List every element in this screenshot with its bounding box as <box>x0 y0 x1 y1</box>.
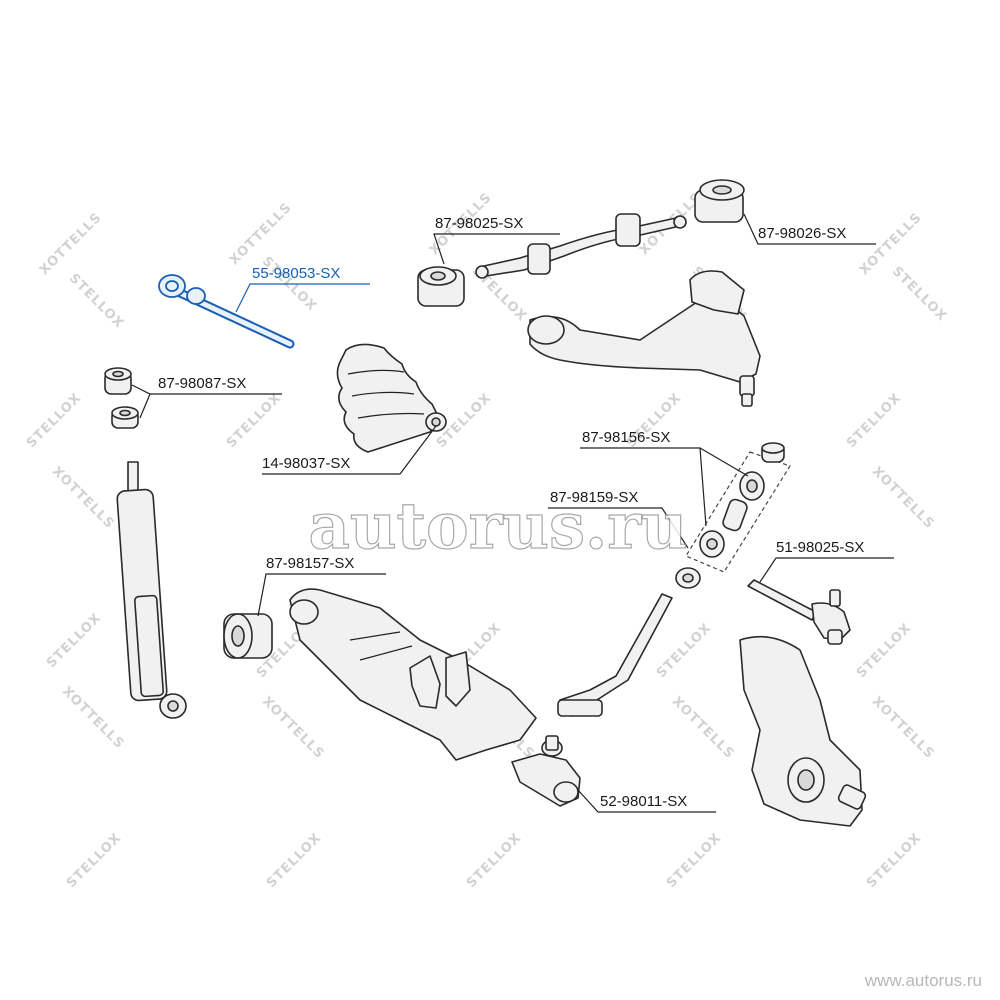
watermark-overlay: autorus.ru <box>308 489 687 564</box>
watermark-brand: XOTTELLS <box>869 694 937 762</box>
watermark-brand: STELLOX <box>844 390 905 451</box>
label-ball-joint: 52-98011-SX <box>600 793 687 810</box>
ball-joint-part[interactable] <box>511 735 581 807</box>
leader-lines <box>131 213 894 813</box>
label-tie-rod-end: 51-98025-SX <box>776 539 864 556</box>
watermark-brand: XOTTELLS <box>869 464 937 532</box>
watermark-brand: STELLOX <box>664 830 725 891</box>
watermark-brand: XOTTELLS <box>49 464 117 532</box>
tie-rod-end-part[interactable] <box>747 579 851 645</box>
shock-absorber-part[interactable] <box>116 461 187 719</box>
watermark-brand: STELLOX <box>44 610 105 671</box>
lower-arm-bushing-part[interactable] <box>223 613 273 659</box>
watermark-brand: STELLOX <box>66 271 127 332</box>
watermark-brand: STELLOX <box>889 264 950 325</box>
label-lower-arm-bushing: 87-98157-SX <box>266 555 354 572</box>
label-upper-arm-bushing: 87-98026-SX <box>758 225 846 242</box>
watermark-brand: STELLOX <box>224 390 285 451</box>
stab-bushing-front-part[interactable] <box>417 266 465 307</box>
upper-control-arm-part[interactable] <box>527 270 761 407</box>
watermark-brand: XOTTELLS <box>59 684 127 752</box>
watermark-brand: STELLOX <box>464 830 525 891</box>
watermark-brand: STELLOX <box>654 620 715 681</box>
strut-bushing-set-part[interactable] <box>675 442 791 589</box>
strut-bar-part[interactable] <box>557 593 673 717</box>
watermark-brand: STELLOX <box>864 830 925 891</box>
label-tie-rod: 55-98053-SX <box>252 265 340 282</box>
watermark-brand: XOTTELLS <box>669 694 737 762</box>
part-labels: 55-98053-SX 87-98025-SX 87-98026-SX 87-9… <box>158 215 864 810</box>
label-stab-link-bushing: 87-98087-SX <box>158 375 246 392</box>
steering-knuckle-part[interactable] <box>739 635 867 827</box>
upper-arm-bushing-part[interactable] <box>694 179 745 223</box>
stabilizer-bar-part[interactable] <box>475 213 687 279</box>
steering-boot-part[interactable] <box>336 343 447 453</box>
stab-link-bushing-part[interactable] <box>104 367 139 429</box>
footer-url: www.autorus.ru <box>864 971 982 990</box>
watermark-brand: STELLOX <box>264 830 325 891</box>
watermark-brand: STELLOX <box>24 390 85 451</box>
watermark-brand: STELLOX <box>854 620 915 681</box>
label-strut-bushing-set: 87-98156-SX <box>582 429 670 446</box>
label-stab-bushing-front: 87-98025-SX <box>435 215 523 232</box>
watermark-brand: XOTTELLS <box>259 694 327 762</box>
watermark-brand: STELLOX <box>64 830 125 891</box>
watermark-brand: XOTTELLS <box>227 200 295 268</box>
watermark-brand: XOTTELLS <box>37 210 105 278</box>
label-steering-boot: 14-98037-SX <box>262 455 350 472</box>
label-strut-bushing: 87-98159-SX <box>550 489 638 506</box>
lower-control-arm-part[interactable] <box>289 588 537 761</box>
tie-rod-part[interactable] <box>158 274 295 349</box>
